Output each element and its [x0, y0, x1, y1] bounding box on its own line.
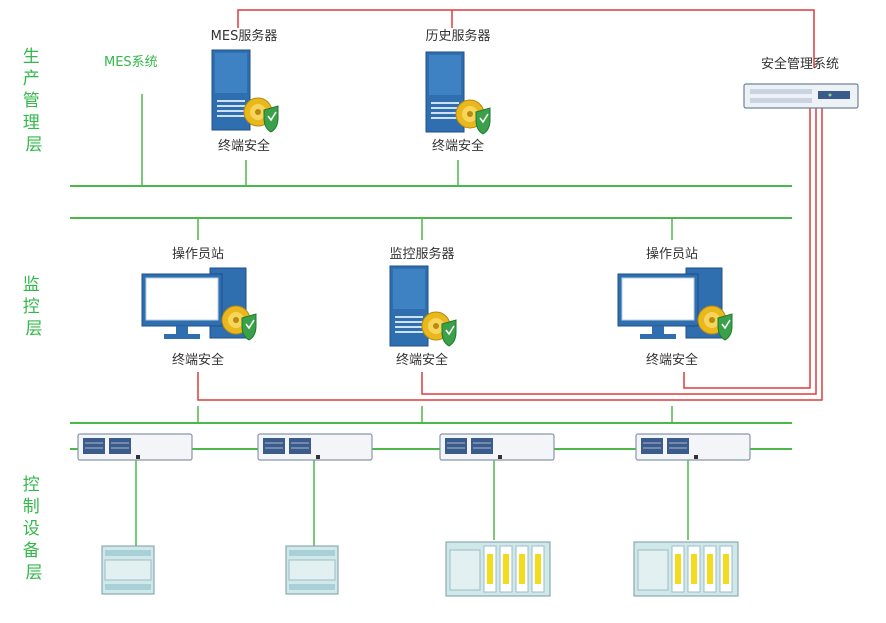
- network-drops: [135, 94, 689, 546]
- operator-station-label: 操作员站: [172, 246, 224, 262]
- history-server[interactable]: 历史服务器 终端安全: [425, 28, 491, 154]
- network-switch-3[interactable]: [439, 433, 555, 461]
- network-switch-1[interactable]: [77, 433, 193, 461]
- layer-label-control: 控 制 设 备 层: [23, 475, 45, 583]
- operator-station-label: 操作员站: [646, 246, 698, 262]
- mes-server[interactable]: MES服务器 终端安全: [211, 28, 279, 154]
- plc-controller-2[interactable]: [285, 545, 339, 595]
- monitor-server[interactable]: 监控服务器 终端安全: [389, 246, 457, 368]
- mes-server-label: MES服务器: [211, 28, 278, 44]
- operator-station-2[interactable]: 操作员站 终端安全: [617, 246, 733, 368]
- endpoint-security-label: 终端安全: [172, 352, 224, 368]
- endpoint-security-label: 终端安全: [646, 352, 698, 368]
- mes-system-label: MES系统: [104, 55, 158, 70]
- plc-controller-4[interactable]: [633, 541, 739, 597]
- plc-controller-1[interactable]: [101, 545, 155, 595]
- operator-station-1[interactable]: 操作员站 终端安全: [141, 246, 257, 368]
- monitor-server-label: 监控服务器: [389, 246, 454, 262]
- layer-label-production: 生 产 管 理 层: [23, 47, 45, 155]
- server-icon: [389, 265, 429, 347]
- endpoint-security-label: 终端安全: [432, 138, 484, 154]
- security-links: [197, 9, 823, 401]
- network-switch-2[interactable]: [257, 433, 373, 461]
- security-management-system[interactable]: 安全管理系统: [743, 56, 859, 109]
- layer-label-monitoring: 监 控 层: [23, 275, 45, 339]
- security-link-top: [237, 9, 815, 68]
- security-link-monitor: [421, 108, 817, 395]
- history-server-label: 历史服务器: [425, 28, 490, 44]
- plc-controller-3[interactable]: [445, 541, 551, 597]
- security-link-op2: [683, 108, 811, 389]
- security-link-op1: [197, 108, 823, 401]
- endpoint-security-label: 终端安全: [396, 352, 448, 368]
- server-icon: [211, 49, 251, 131]
- rack-appliance-icon: [743, 83, 859, 109]
- endpoint-security-label: 终端安全: [218, 138, 270, 154]
- security-mgmt-label: 安全管理系统: [761, 56, 839, 72]
- network-switch-4[interactable]: [635, 433, 751, 461]
